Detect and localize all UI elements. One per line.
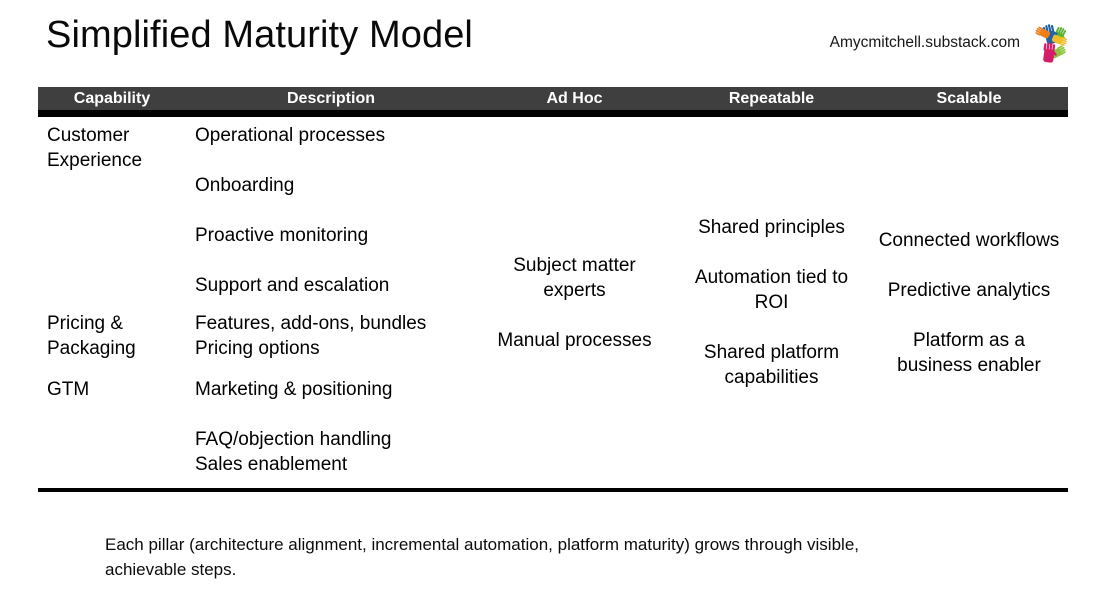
- stage-item-repeatable: Shared principles: [698, 217, 845, 238]
- capability-label: Customer Experience: [47, 125, 143, 171]
- table-row: GTM Marketing & positioning FAQ/objectio…: [38, 371, 1068, 492]
- brand-url: Amycmitchell.substack.com: [829, 33, 1020, 51]
- cell-description-pricing-packaging: Features, add-ons, bundles Pricing optio…: [186, 305, 476, 372]
- column-header-ad-hoc-label: Ad Hoc: [476, 87, 673, 110]
- column-header-capability: Capability: [38, 87, 186, 114]
- cell-stage-scalable: Connected workflows Predictive analytics…: [870, 114, 1068, 492]
- description-item: Support and escalation: [195, 275, 390, 296]
- stage-item-scalable: Connected workflows: [878, 229, 1060, 251]
- stage-item-scalable: Predictive analytics: [887, 279, 1051, 301]
- column-header-scalable: Scalable: [870, 87, 1068, 114]
- column-header-repeatable: Repeatable: [673, 87, 870, 114]
- description-item: Sales enablement: [195, 454, 348, 476]
- cell-capability-pricing-packaging: Pricing & Packaging: [38, 305, 186, 372]
- column-header-ad-hoc: Ad Hoc: [476, 87, 673, 114]
- column-header-repeatable-label: Repeatable: [673, 87, 870, 110]
- maturity-matrix-table: Capability Description Ad Hoc Repeatable…: [38, 87, 1068, 492]
- brand-block: Amycmitchell.substack.com: [830, 22, 1073, 63]
- description-item: Onboarding: [195, 175, 295, 196]
- description-item: FAQ/objection handling: [195, 429, 392, 451]
- cell-capability-gtm: GTM: [38, 371, 186, 492]
- description-item: Proactive monitoring: [195, 225, 369, 246]
- description-item: Operational processes: [195, 125, 386, 146]
- description-item: Marketing & positioning: [195, 379, 393, 401]
- colorful-hands-logo-icon: [1032, 22, 1073, 63]
- capability-label: GTM: [47, 379, 90, 401]
- caption-text: Each pillar (architecture alignment, inc…: [105, 535, 859, 579]
- stage-item-repeatable: Shared platform capabilities: [703, 342, 840, 388]
- stage-item-repeatable: Automation tied to ROI: [694, 267, 849, 313]
- cell-stage-ad-hoc: Subject matter experts Manual processes: [476, 114, 673, 492]
- table-header-row: Capability Description Ad Hoc Repeatable…: [38, 87, 1068, 114]
- capability-label: Pricing & Packaging: [47, 313, 136, 359]
- column-header-capability-label: Capability: [38, 87, 186, 110]
- cell-capability-customer-experience: Customer Experience: [38, 114, 186, 305]
- column-header-description-label: Description: [186, 87, 476, 110]
- column-header-scalable-label: Scalable: [870, 87, 1068, 110]
- stage-item-ad-hoc: Manual processes: [497, 329, 652, 351]
- page-title: Simplified Maturity Model: [46, 14, 473, 56]
- page-header: Simplified Maturity Model Amycmitchell.s…: [0, 0, 1101, 84]
- stage-item-scalable: Platform as a business enabler: [897, 329, 1041, 376]
- stage-item-ad-hoc: Subject matter experts: [513, 254, 636, 301]
- cell-description-gtm: Marketing & positioning FAQ/objection ha…: [186, 371, 476, 492]
- column-header-description: Description: [186, 87, 476, 114]
- description-item: Features, add-ons, bundles: [195, 313, 427, 334]
- table-row: Pricing & Packaging Features, add-ons, b…: [38, 305, 1068, 372]
- cell-description-customer-experience: Operational processes Onboarding Proacti…: [186, 114, 476, 305]
- cell-stage-repeatable: Shared principles Automation tied to ROI…: [673, 114, 870, 492]
- description-item: Pricing options: [195, 338, 320, 359]
- table-row: Customer Experience Operational processe…: [38, 114, 1068, 492]
